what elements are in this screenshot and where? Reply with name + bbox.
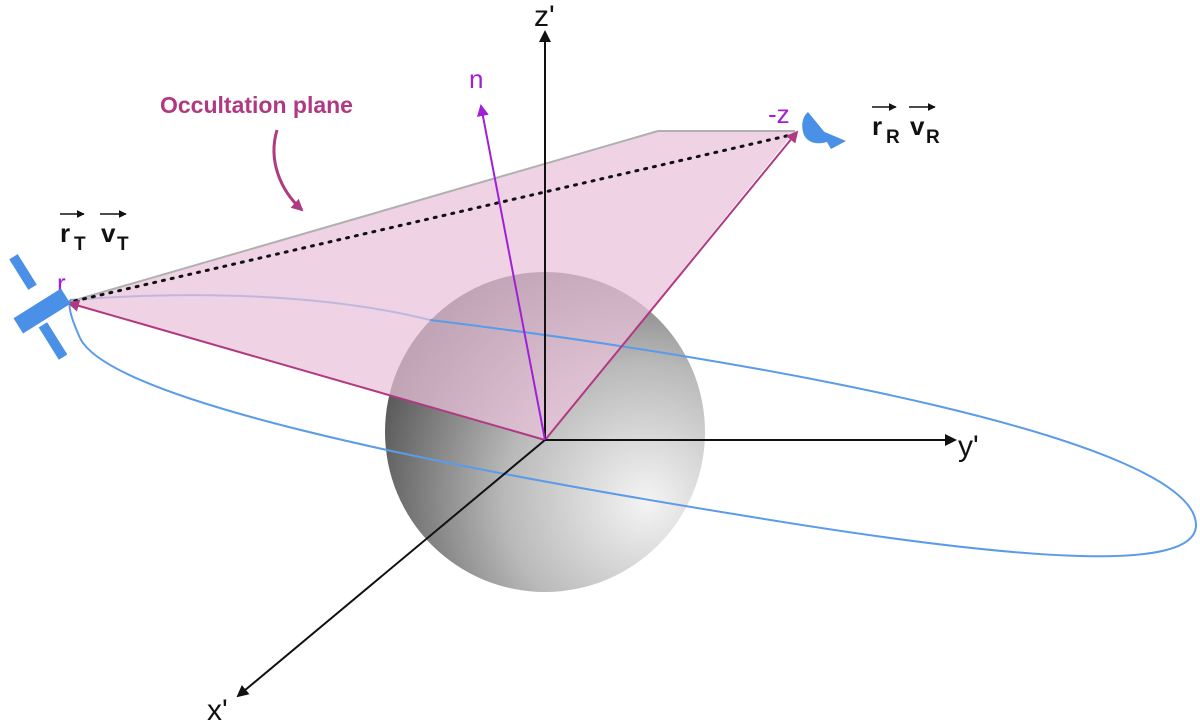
svg-text:T: T xyxy=(117,234,129,255)
svg-text:R: R xyxy=(926,127,940,148)
occultation-plane xyxy=(65,131,795,440)
y-axis-label: y' xyxy=(958,430,979,463)
svg-text:R: R xyxy=(886,127,900,148)
z-axis-label: z' xyxy=(534,0,555,33)
svg-text:T: T xyxy=(74,234,86,255)
plane-far-edge xyxy=(64,130,659,304)
transmitter-position-vector-label: r T xyxy=(60,210,86,255)
svg-text:v: v xyxy=(910,111,925,141)
svg-text:r: r xyxy=(872,111,882,141)
receiver-position-vector-label: r R xyxy=(872,103,900,148)
plane-edge-to-receiver xyxy=(544,130,799,441)
svg-text:v: v xyxy=(101,218,116,248)
receiver-velocity-vector-label: v R xyxy=(909,103,940,148)
normal-vector xyxy=(476,104,546,441)
antenna-dish-icon xyxy=(802,112,846,149)
svg-text:r: r xyxy=(60,218,70,248)
plane-edge-to-transmitter xyxy=(67,299,546,441)
normal-label: n xyxy=(469,64,483,94)
transmitter-velocity-vector-label: v T xyxy=(100,210,129,255)
occultation-plane-label: Occultation plane xyxy=(160,92,353,118)
transmitter-point-label: r xyxy=(57,268,66,298)
x-axis xyxy=(236,439,546,698)
plane-label-arrow xyxy=(272,129,304,212)
satellite-icon xyxy=(9,254,71,360)
orbit-front xyxy=(68,299,1198,558)
x-axis-label: x' xyxy=(207,694,228,722)
line-of-sight xyxy=(64,132,797,305)
receiver-point-label: -z xyxy=(768,99,790,129)
